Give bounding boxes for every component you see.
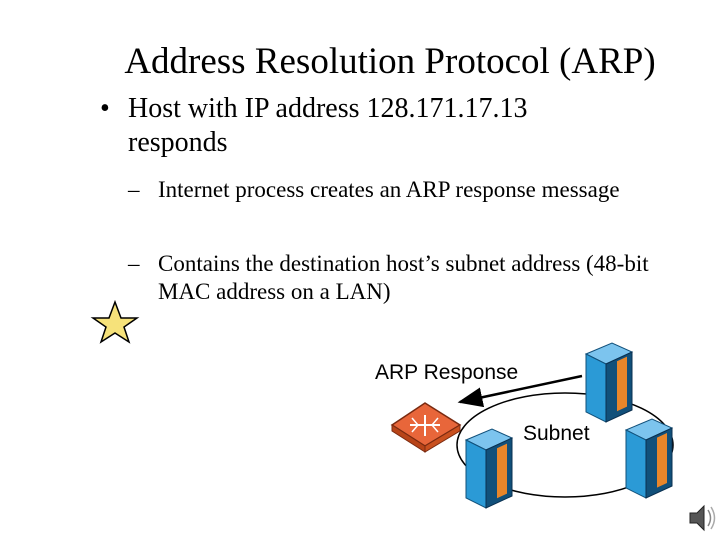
subnet-ring xyxy=(456,392,674,498)
arp-response-label: ARP Response xyxy=(375,361,519,384)
dash-marker: – xyxy=(128,177,140,202)
sub-bullet-text: Internet process creates an ARP response… xyxy=(158,177,620,202)
bullet-marker: • xyxy=(100,93,110,124)
arp-response-arrow xyxy=(457,374,583,408)
star-icon xyxy=(90,299,140,344)
router-icon xyxy=(390,402,462,453)
speaker-icon[interactable] xyxy=(689,504,716,532)
server-icon xyxy=(464,428,514,509)
dash-marker: – xyxy=(128,251,140,276)
bullet-text: Host with IP address 128.171.17.13 respo… xyxy=(128,93,528,158)
subnet-label: Subnet xyxy=(523,422,590,445)
slide-title: Address Resolution Protocol (ARP) xyxy=(124,41,656,82)
server-icon xyxy=(624,418,674,499)
sub-bullet-text: Contains the destination host’s subnet a… xyxy=(158,251,649,304)
server-icon xyxy=(584,342,634,423)
